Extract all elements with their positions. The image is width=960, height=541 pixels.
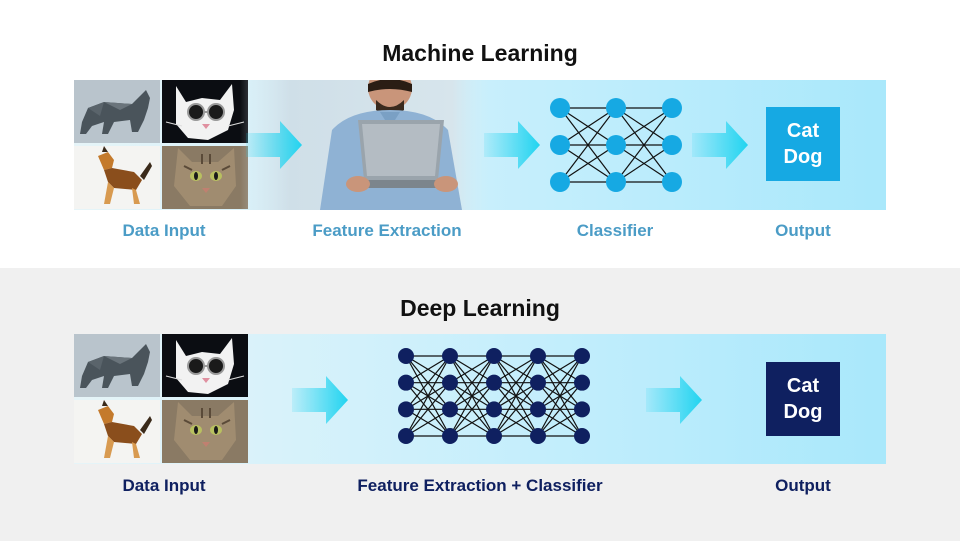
- person-with-laptop-image: [240, 66, 490, 210]
- dl-net-connection: [537, 355, 583, 437]
- ml-label-classifier: Classifier: [576, 221, 654, 240]
- ml-net-node: [550, 135, 570, 155]
- dl-net-connection: [449, 355, 495, 437]
- dl-net-connection: [493, 382, 539, 437]
- ml-label-feature-extraction: Feature Extraction: [312, 221, 462, 240]
- dl-net-node: [530, 374, 546, 391]
- dl-output-box: Cat Dog: [766, 362, 840, 436]
- dl-net-connection: [449, 408, 495, 437]
- dl-net-node: [398, 428, 414, 444]
- ml-net-connection: [559, 144, 617, 183]
- dl-net-node: [398, 401, 414, 418]
- dl-net-node: [530, 401, 546, 418]
- ml-net-connection: [559, 107, 617, 183]
- dl-output-cat: Cat: [786, 375, 820, 397]
- ml-net-node: [606, 98, 626, 118]
- dl-net-node: [486, 401, 502, 418]
- machine-learning-title: Machine Learning: [382, 40, 578, 66]
- dl-net-connection: [449, 355, 495, 410]
- dl-label-output: Output: [775, 476, 831, 495]
- dl-net-node: [442, 428, 458, 444]
- ml-label-output: Output: [775, 221, 831, 240]
- ml-arrow-icon-1: [246, 121, 302, 169]
- dl-net-connection: [405, 355, 451, 384]
- ml-arrow-icon-3: [692, 121, 748, 169]
- ml-net-node: [606, 135, 626, 155]
- dl-net-node: [442, 348, 458, 364]
- ml-dog-polygon-image: [74, 146, 160, 209]
- dl-net-node: [486, 374, 502, 391]
- dl-arrow-icon-2: [646, 376, 702, 424]
- dl-net-connection: [405, 382, 451, 437]
- dl-net-connection: [537, 355, 583, 384]
- ml-net-node: [550, 98, 570, 118]
- ml-net-connection: [615, 144, 673, 183]
- ml-output-box: Cat Dog: [766, 107, 840, 181]
- ml-arrow-icon-2: [484, 121, 540, 169]
- ml-output-dog: Dog: [783, 146, 823, 168]
- dl-net-node: [574, 428, 590, 444]
- ml-net-node: [662, 135, 682, 155]
- dl-net-connection: [537, 355, 583, 410]
- dl-tabby-cat-image: [162, 400, 248, 463]
- dl-net-connection: [405, 408, 451, 437]
- dl-net-connection: [405, 355, 451, 410]
- dl-net-connection: [449, 355, 495, 384]
- ml-net-connection: [559, 107, 617, 146]
- dl-net-node: [574, 374, 590, 391]
- dl-net-node: [442, 374, 458, 391]
- dl-net-node: [442, 401, 458, 418]
- ml-net-node: [662, 98, 682, 118]
- dl-net-node: [398, 374, 414, 391]
- ml-net-node: [606, 172, 626, 192]
- ml-net-node: [550, 172, 570, 192]
- ml-output-cat: Cat: [786, 120, 820, 142]
- dl-net-node: [398, 348, 414, 364]
- dl-net-connection: [537, 382, 583, 437]
- dl-net-connection: [493, 355, 539, 437]
- dl-cat-polygon-image: [74, 334, 160, 397]
- dl-arrow-icon-1: [292, 376, 348, 424]
- dl-net-node: [574, 401, 590, 418]
- dl-net-node: [530, 428, 546, 444]
- dl-net-connection: [405, 355, 451, 437]
- dl-net-connection: [449, 382, 495, 437]
- dl-deep-network: [398, 348, 590, 444]
- dl-label-feature-classifier: Feature Extraction + Classifier: [357, 476, 603, 495]
- ml-classifier-network: [550, 98, 682, 192]
- dl-net-node: [530, 348, 546, 364]
- dl-label-data-input: Data Input: [122, 476, 206, 495]
- ml-cat-sunglasses-image: [162, 80, 248, 143]
- dl-net-connection: [493, 355, 539, 384]
- ml-cat-polygon-image: [74, 80, 160, 143]
- dl-dog-polygon-image: [74, 400, 160, 463]
- deep-learning-title: Deep Learning: [400, 295, 560, 321]
- ml-net-connection: [615, 107, 673, 146]
- ml-tabby-cat-image: [162, 146, 248, 209]
- dl-net-node: [486, 428, 502, 444]
- dl-output-dog: Dog: [783, 401, 823, 423]
- ml-net-connection: [615, 107, 673, 183]
- dl-cat-sunglasses-image: [162, 334, 248, 397]
- ml-label-data-input: Data Input: [122, 221, 206, 240]
- dl-net-node: [574, 348, 590, 364]
- dl-net-connection: [493, 355, 539, 410]
- dl-net-node: [486, 348, 502, 364]
- dl-net-connection: [537, 408, 583, 437]
- dl-net-connection: [493, 408, 539, 437]
- ml-net-node: [662, 172, 682, 192]
